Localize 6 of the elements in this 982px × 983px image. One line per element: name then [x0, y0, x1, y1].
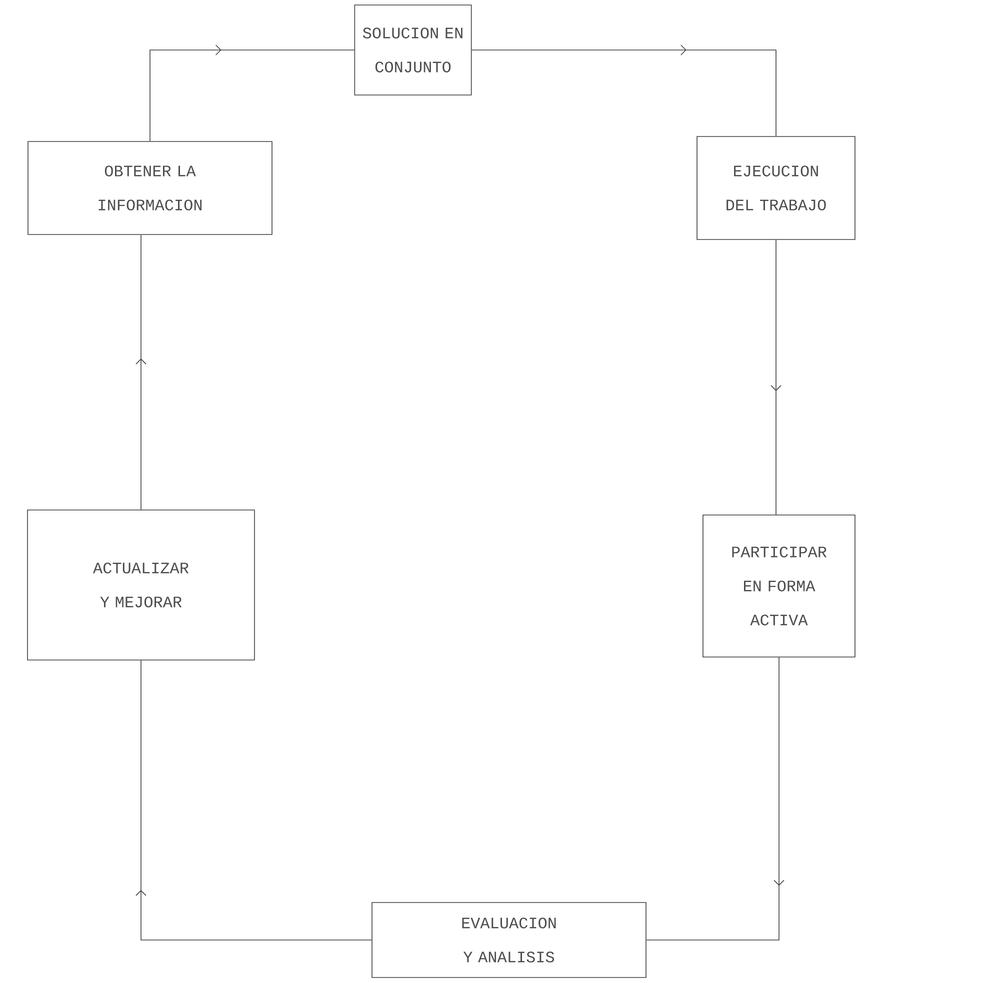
process-box: EVALUACION Y ANALISIS	[372, 902, 646, 978]
process-box: PARTICIPAR EN FORMA ACTIVA	[702, 514, 856, 658]
process-box: ACTUALIZAR Y MEJORAR	[27, 510, 255, 660]
process-box: OBTENER LA INFORMACION	[28, 141, 272, 235]
process-box: EJECUCION DEL TRABAJO	[696, 136, 856, 240]
process-box: SOLUCION EN CONJUNTO	[354, 4, 472, 96]
